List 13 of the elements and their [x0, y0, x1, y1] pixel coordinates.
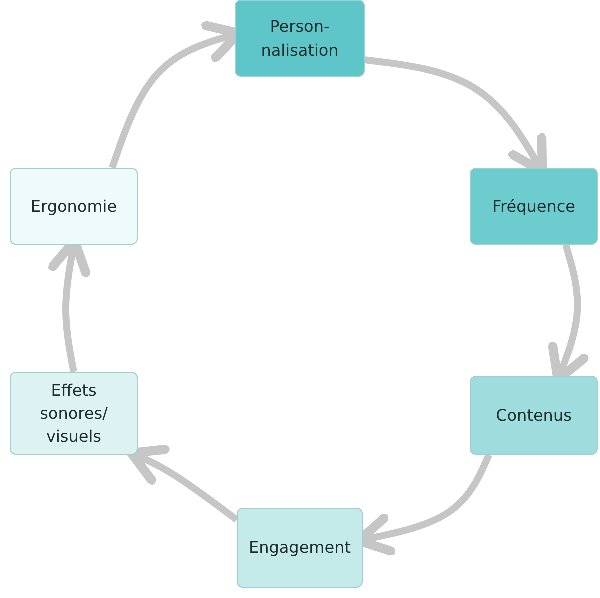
- process-box: [470, 168, 598, 245]
- process-box: [237, 508, 363, 588]
- process-box: [10, 372, 138, 455]
- node-label: Contenus: [495, 404, 573, 427]
- process-box: [10, 168, 138, 245]
- process-box: [235, 0, 365, 77]
- node-label: Effets sonores/ visuels: [39, 380, 109, 448]
- node-label: Fréquence: [491, 196, 577, 218]
- node-label: Ergonomie: [30, 196, 118, 218]
- process-box: [470, 376, 598, 455]
- node-label: Person- nalisation: [260, 16, 340, 62]
- node-label: Engagement: [248, 537, 352, 560]
- arrow: [126, 445, 240, 523]
